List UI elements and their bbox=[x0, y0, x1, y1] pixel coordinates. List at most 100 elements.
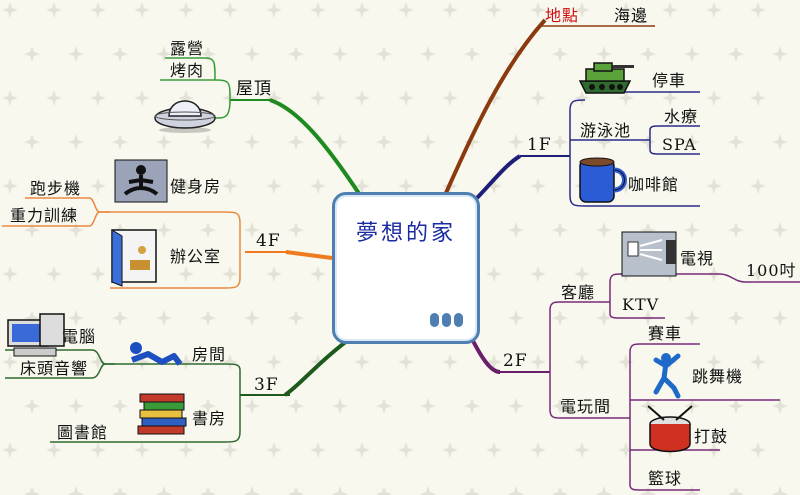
sparkle-mark bbox=[728, 134, 744, 150]
sparkle-mark bbox=[310, 442, 326, 458]
sparkle-mark bbox=[112, 310, 128, 326]
sparkle-mark bbox=[420, 134, 436, 150]
study-label[interactable]: 書房 bbox=[192, 409, 227, 428]
sparkle-mark bbox=[244, 486, 260, 495]
sparkle-mark bbox=[486, 90, 502, 106]
sparkle-mark bbox=[486, 266, 502, 282]
sparkle-mark bbox=[46, 90, 62, 106]
center-title: 夢想的家 bbox=[355, 221, 456, 246]
racing-label[interactable]: 賽車 bbox=[648, 324, 683, 343]
sparkle-mark bbox=[530, 2, 546, 18]
tank-icon bbox=[578, 62, 634, 94]
floor4-label[interactable]: 4F bbox=[256, 231, 281, 251]
sparkle-mark bbox=[486, 442, 502, 458]
library-label[interactable]: 圖書館 bbox=[57, 423, 109, 442]
branch-4f-line bbox=[285, 250, 333, 260]
sparkle-mark bbox=[288, 134, 304, 150]
sparkle-mark bbox=[530, 266, 546, 282]
weight-training-label[interactable]: 重力訓練 bbox=[10, 206, 79, 225]
center-dots bbox=[430, 313, 463, 327]
sparkle-mark bbox=[442, 354, 458, 370]
bedside-audio-label[interactable]: 床頭音響 bbox=[20, 359, 89, 378]
sparkle-mark bbox=[266, 266, 282, 282]
sparkle-mark bbox=[266, 354, 282, 370]
sparkle-mark bbox=[530, 354, 546, 370]
office-label[interactable]: 辦公室 bbox=[170, 247, 222, 266]
ktv-label[interactable]: KTV bbox=[622, 295, 660, 314]
roof-bbq-label[interactable]: 烤肉 bbox=[170, 61, 205, 80]
sparkle-mark bbox=[640, 222, 656, 238]
sparkle-mark bbox=[222, 442, 238, 458]
cafe-label[interactable]: 咖啡館 bbox=[628, 175, 680, 194]
floor1-label[interactable]: 1F bbox=[527, 135, 552, 155]
sparkle-mark bbox=[530, 90, 546, 106]
sparkle-mark bbox=[508, 222, 524, 238]
sparkle-mark bbox=[728, 398, 744, 414]
sparkle-mark bbox=[68, 46, 84, 62]
sparkle-mark bbox=[178, 354, 194, 370]
living-room-label[interactable]: 客廳 bbox=[561, 283, 596, 302]
sparkle-mark bbox=[552, 46, 568, 62]
location-seaside-label[interactable]: 海邊 bbox=[614, 6, 649, 25]
tv-label[interactable]: 電視 bbox=[680, 249, 715, 268]
location-label[interactable]: 地點 bbox=[545, 6, 580, 25]
branch-roof-line bbox=[269, 98, 362, 197]
sparkle-mark bbox=[200, 398, 216, 414]
sparkle-mark bbox=[662, 178, 678, 194]
floor2-label[interactable]: 2F bbox=[503, 351, 528, 371]
sparkle-mark bbox=[596, 310, 612, 326]
tv-size-label[interactable]: 100吋 bbox=[746, 261, 797, 280]
sparkle-mark bbox=[750, 266, 766, 282]
pool-label[interactable]: 游泳池 bbox=[580, 121, 632, 140]
sparkle-mark bbox=[464, 398, 480, 414]
roof-camping-label[interactable]: 露營 bbox=[170, 39, 205, 58]
treadmill-label[interactable]: 跑步機 bbox=[30, 179, 82, 198]
branch-3f-line bbox=[283, 333, 357, 397]
sparkle-mark bbox=[398, 354, 414, 370]
parking-label[interactable]: 停車 bbox=[652, 71, 687, 90]
sparkle-mark bbox=[310, 354, 326, 370]
sparkle-mark bbox=[332, 134, 348, 150]
sparkle-mark bbox=[68, 222, 84, 238]
sparkle-mark bbox=[684, 310, 700, 326]
pool-spa-label[interactable]: SPA bbox=[662, 135, 697, 154]
gym-label[interactable]: 健身房 bbox=[170, 177, 222, 196]
sparkle-mark bbox=[200, 222, 216, 238]
sparkle-mark bbox=[508, 46, 524, 62]
sparkle-mark bbox=[90, 442, 106, 458]
floor3-label[interactable]: 3F bbox=[254, 375, 279, 395]
basketball-label[interactable]: 籃球 bbox=[648, 469, 683, 488]
sparkle-mark bbox=[618, 2, 634, 18]
roof-label[interactable]: 屋頂 bbox=[236, 79, 272, 99]
sparkle-mark bbox=[244, 46, 260, 62]
sparkle-mark bbox=[112, 486, 128, 495]
drums-label[interactable]: 打鼓 bbox=[694, 427, 729, 446]
sparkle-mark bbox=[354, 2, 370, 18]
sparkle-mark bbox=[574, 2, 590, 18]
sparkle-mark bbox=[750, 90, 766, 106]
center-node[interactable]: 夢想的家 bbox=[332, 192, 480, 344]
computer-label[interactable]: 電腦 bbox=[62, 327, 97, 346]
sparkle-mark bbox=[156, 310, 172, 326]
sparkle-mark bbox=[2, 442, 18, 458]
books-icon bbox=[137, 393, 187, 435]
sparkle-mark bbox=[574, 90, 590, 106]
sparkle-mark bbox=[222, 354, 238, 370]
sparkle-mark bbox=[244, 398, 260, 414]
sparkle-mark bbox=[420, 398, 436, 414]
sparkle-mark bbox=[618, 354, 634, 370]
pool-hydro-label[interactable]: 水療 bbox=[664, 107, 699, 126]
sparkle-mark bbox=[574, 442, 590, 458]
room-label[interactable]: 房間 bbox=[192, 345, 227, 364]
sparkle-mark bbox=[464, 486, 480, 495]
sparkle-mark bbox=[442, 90, 458, 106]
sparkle-mark bbox=[134, 442, 150, 458]
sparkle-mark bbox=[24, 46, 40, 62]
arcade-label[interactable]: 電玩間 bbox=[560, 397, 612, 416]
sparkle-mark bbox=[772, 134, 788, 150]
dance-machine-label[interactable]: 跳舞機 bbox=[692, 367, 744, 386]
sparkle-mark bbox=[200, 134, 216, 150]
sparkle-mark bbox=[222, 178, 238, 194]
sparkle-mark bbox=[222, 266, 238, 282]
office-door-icon bbox=[111, 229, 157, 287]
